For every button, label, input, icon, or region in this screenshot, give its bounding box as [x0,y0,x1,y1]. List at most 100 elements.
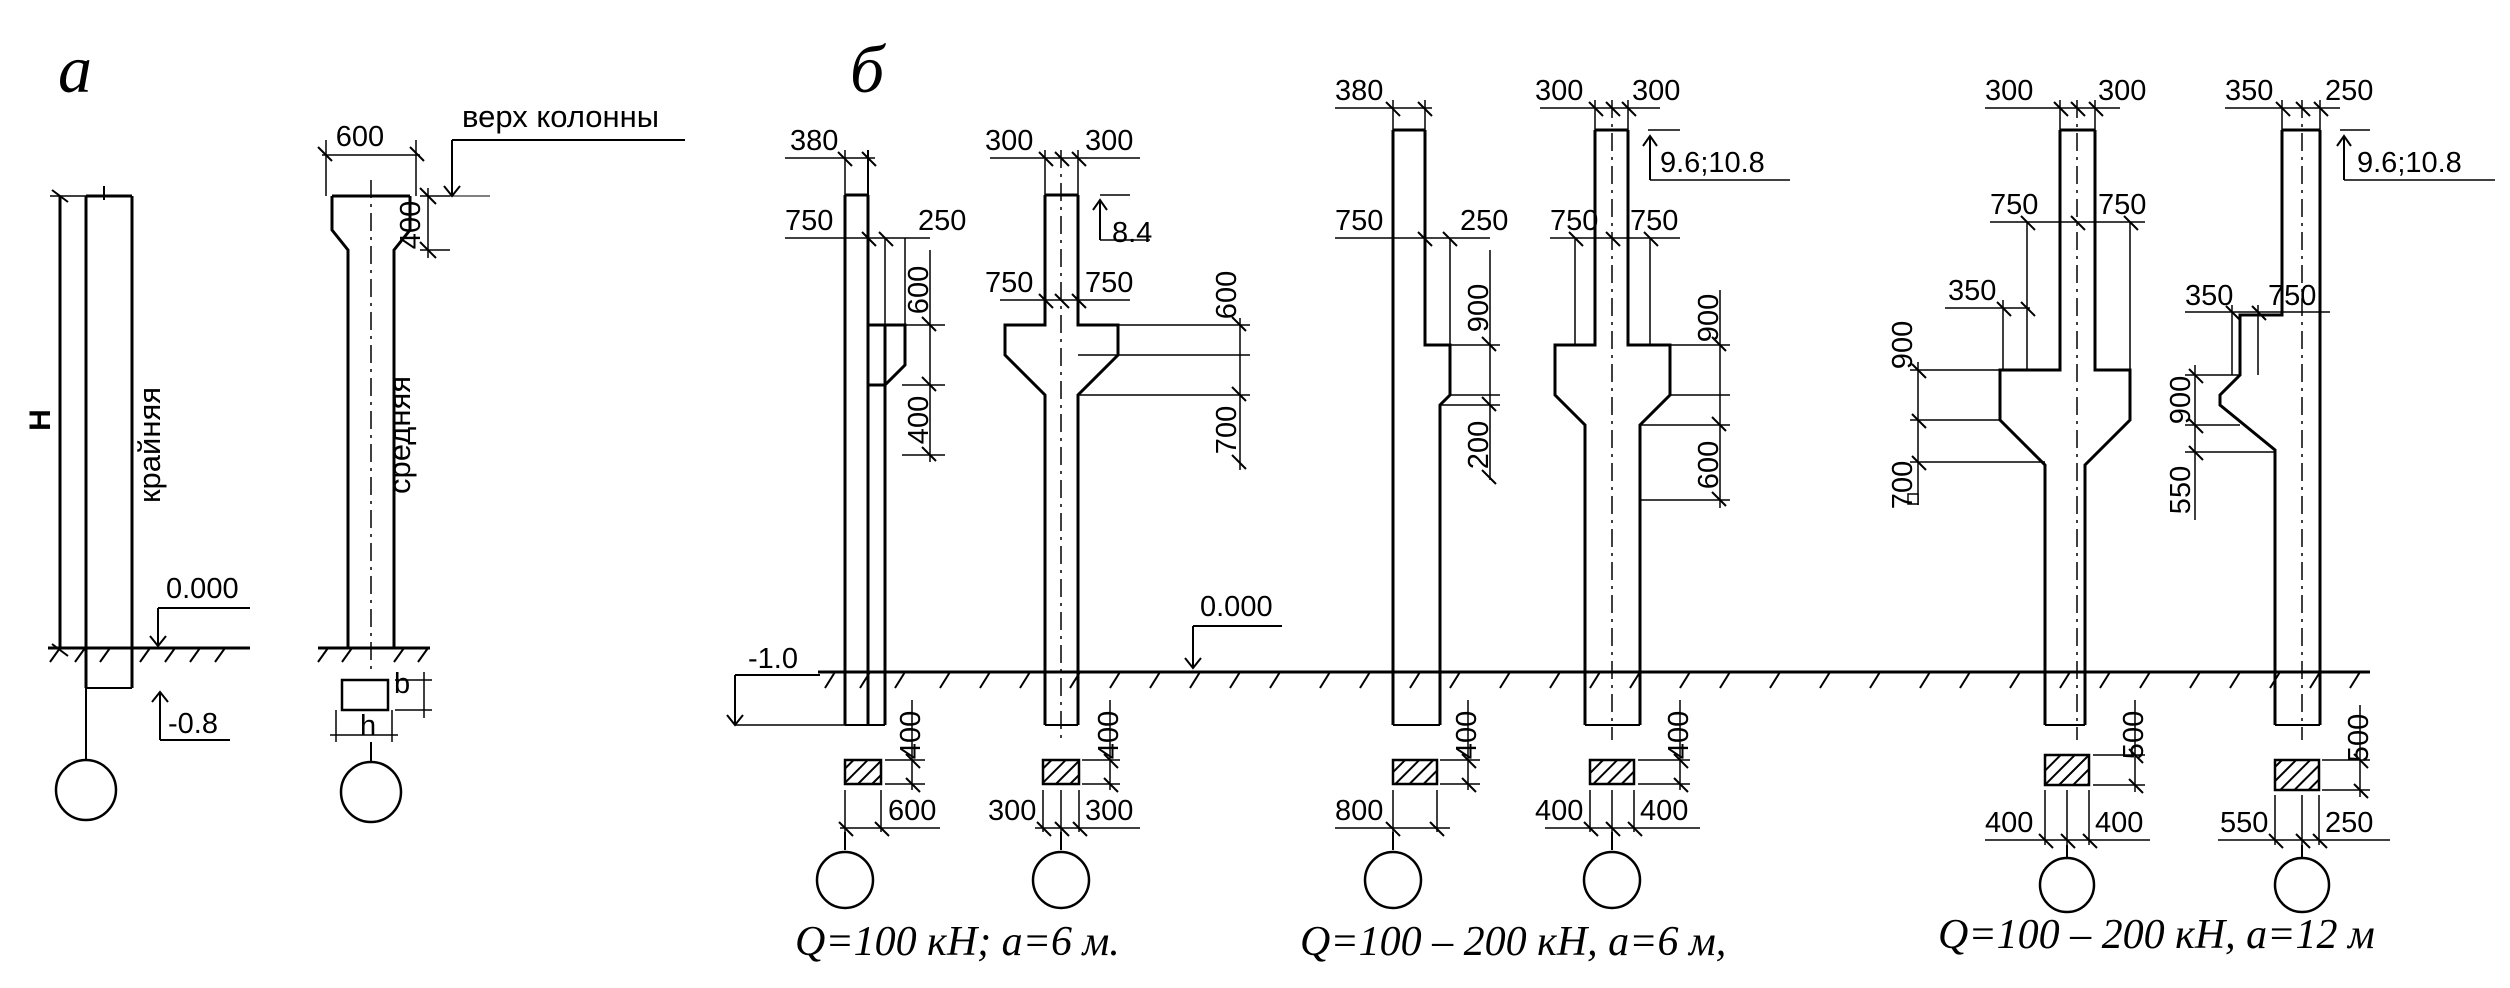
caption-group-1: Q=100 кН; a=6 м. [795,919,1120,965]
elevation-0-a: 0.000 [166,573,239,605]
middle-column-label: средняя [382,376,417,494]
column-5 [1998,100,2132,740]
dim-c3-900: 900 [1463,284,1495,332]
dim-c2-750-left: 750 [985,267,1033,299]
column-4 [1553,100,1672,740]
dim-c3-section-800: 800 [1335,795,1383,827]
dim-c6-550: 550 [2165,466,2197,514]
dim-c6-750: 750 [2268,280,2316,312]
dim-c5-350: 350 [1948,275,1996,307]
elevation-96-108-b: 9.6;10.8 [2357,147,2462,179]
dim-c2-600: 600 [1211,271,1243,319]
elevation-minus-10: -1.0 [748,643,798,675]
dim-c3-200: 200 [1463,421,1495,469]
section-h-label: h [360,710,376,742]
elevation-0-b-mark [1184,625,1282,670]
dim-c5-300-right: 300 [2098,75,2146,107]
dim-c3-250: 250 [1460,205,1508,237]
dim-c2-300-right: 300 [1085,125,1133,157]
dim-c1-380: 380 [790,125,838,157]
column-3-dims [1335,100,1500,485]
column-1-body [843,195,907,725]
column-3-section [1335,700,1480,910]
dim-c1-400: 400 [903,396,935,444]
column-top-label: верх колонны [462,99,659,134]
dim-c6-250-top: 250 [2325,75,2373,107]
dim-c2-700: 700 [1211,406,1243,454]
column-2-section [1031,700,1140,910]
dim-c6-900: 900 [2165,376,2197,424]
elevation-08-mark [151,690,230,741]
dim-c4-300-right: 300 [1632,75,1680,107]
dim-c5-300-left: 300 [1985,75,2033,107]
elevation-84: 8.4 [1112,217,1152,249]
elevation-96-108-a: 9.6;10.8 [1660,147,1765,179]
dim-c5-section-500: 500 [2118,711,2150,759]
dim-c4-section-400-left: 400 [1535,795,1583,827]
panel-a: а H крайняя 0.000 -0.8 [24,31,685,824]
ground-line-a [48,646,250,663]
column-2-dims [990,150,1250,470]
column-4-dims [1540,100,1790,508]
dim-c1-750: 750 [785,205,833,237]
dim-c4-900: 900 [1693,294,1725,342]
dim-c5-750-right: 750 [2098,189,2146,221]
dim-c4-750-right: 750 [1630,205,1678,237]
caption-group-3: Q=100 – 200 кН, a=12 м [1938,912,2375,958]
dim-c1-section-400: 400 [895,711,927,759]
elevation-0-b: 0.000 [1200,591,1273,623]
edge-column [50,186,134,689]
dim-c6-section-500: 500 [2343,714,2375,762]
elevation-0-a-mark [149,607,250,648]
dim-a2-600: 600 [336,121,384,153]
dim-c2-300-left: 300 [985,125,1033,157]
dim-a2-400: 400 [395,201,427,249]
dim-c5-900: 900 [1887,321,1919,369]
column-6 [2218,100,2322,740]
dim-c4-section-400-right: 400 [1640,795,1688,827]
column-6-section [2218,705,2390,914]
dim-c6-section-250: 250 [2325,807,2373,839]
dim-c6-section-550: 550 [2220,807,2268,839]
panel-b: б 0.000 -1.0 [726,31,2495,965]
dim-c1-600: 600 [903,266,935,314]
edge-column-label: крайняя [132,387,167,503]
dim-c2-750-right: 750 [1085,267,1133,299]
column-6-dims [2185,100,2495,520]
column-1-section [815,700,940,910]
dim-c3-750: 750 [1335,205,1383,237]
dim-c6-350-top: 350 [2225,75,2273,107]
dim-c4-section-400: 400 [1663,711,1695,759]
elevation-10-mark [726,674,880,727]
column-4-section [1545,700,1700,910]
ground-line-b [818,670,2370,689]
dim-c6-350: 350 [2185,280,2233,312]
section-b-label: b [394,668,410,700]
dim-c2-section-400: 400 [1093,711,1125,759]
dim-c1-section-600: 600 [888,795,936,827]
column-2 [1003,150,1120,740]
dim-c3-section-400: 400 [1451,711,1483,759]
caption-group-2: Q=100 – 200 кН, a=6 м, [1300,919,1726,965]
grid-axis-circle [54,758,118,822]
dim-c4-750-left: 750 [1550,205,1598,237]
dim-c5-section-400-right: 400 [2095,807,2143,839]
height-label: H [24,409,57,431]
dim-c4-600: 600 [1693,441,1725,489]
column-5-section [1985,700,2150,914]
column-3 [1391,128,1452,726]
dim-c1-250: 250 [918,205,966,237]
dim-c3-380: 380 [1335,75,1383,107]
column-5-dims [1907,100,2145,505]
dim-c4-300-left: 300 [1535,75,1583,107]
dim-c5-750-left: 750 [1990,189,2038,221]
panel-a-label: а [58,31,92,107]
dim-c2-section-300-left: 300 [988,795,1036,827]
dim-c2-section-300-right: 300 [1085,795,1133,827]
column-top-leader [440,139,685,198]
panel-b-label: б [850,31,887,107]
dim-c5-700: 700 [1887,461,1919,509]
dim-c5-section-400-left: 400 [1985,807,2033,839]
elevation-minus-08: -0.8 [168,708,218,740]
